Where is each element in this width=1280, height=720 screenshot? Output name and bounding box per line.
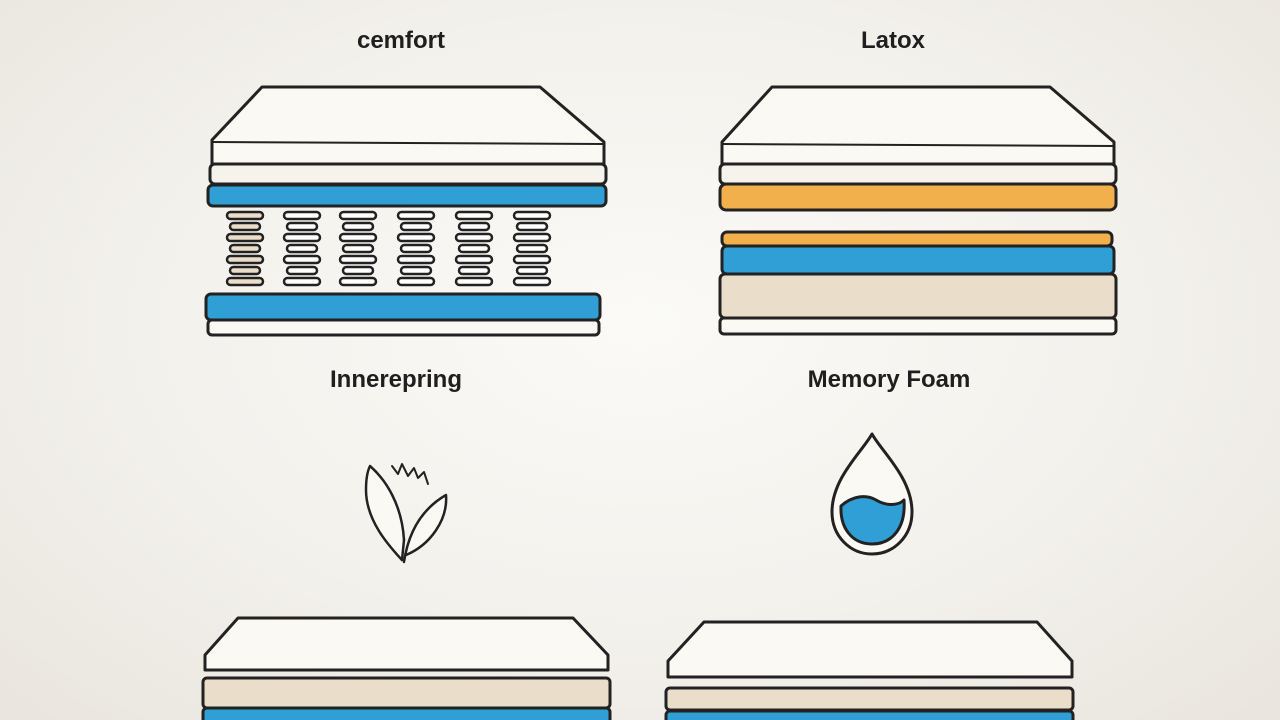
beige-support-layer	[718, 272, 1118, 320]
label-memory-foam: Memory Foam	[807, 366, 971, 393]
coil-spring	[454, 210, 494, 287]
comfort-base-layer	[208, 162, 608, 186]
label-latex: Latox	[860, 27, 926, 54]
mattress-innerspring	[204, 85, 608, 337]
comfort-base-layer	[718, 162, 1118, 186]
label-comfort: cemfort	[356, 27, 446, 54]
label-innerspring: Innerepring	[329, 366, 463, 393]
blue-foam-bottom	[204, 292, 602, 322]
orange-latex-layer	[718, 182, 1118, 212]
beige-support-layer	[201, 676, 612, 710]
comfort-top-layer	[666, 620, 1074, 679]
comfort-top-layer	[210, 85, 606, 166]
coil-spring	[225, 210, 265, 287]
blue-foam-top	[206, 183, 608, 208]
coil-spring	[512, 210, 552, 287]
coil-spring	[282, 210, 322, 287]
base-layer	[206, 318, 601, 337]
base-layer	[718, 316, 1118, 336]
comfort-top-layer	[203, 616, 610, 672]
water-drop-icon	[830, 432, 914, 556]
mattress-foam-stack	[718, 85, 1118, 336]
beige-support-layer	[664, 686, 1075, 712]
mattress-bottom-right	[664, 620, 1075, 720]
blue-foam-layer	[201, 706, 612, 720]
leaf-icon	[364, 463, 448, 564]
orange-latex-layer-2	[720, 230, 1114, 248]
coil-spring	[396, 210, 436, 287]
coil-springs	[225, 210, 552, 287]
blue-foam-layer	[720, 244, 1116, 276]
mattress-bottom-left	[201, 616, 612, 720]
comfort-top-layer	[720, 85, 1116, 166]
coil-spring	[338, 210, 378, 287]
blue-foam-layer	[664, 709, 1075, 720]
